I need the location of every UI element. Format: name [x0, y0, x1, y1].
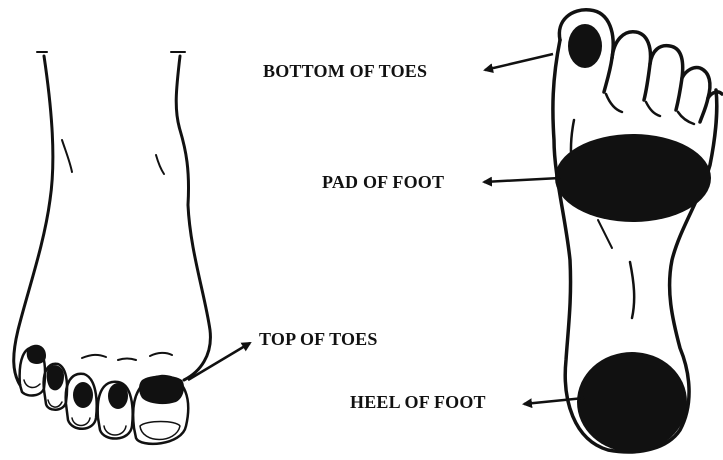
label-bottom-of-toes: BOTTOM OF TOES: [263, 62, 427, 80]
label-pad-of-foot: PAD OF FOOT: [322, 173, 444, 191]
arrow-bottom-of-toes: [485, 54, 553, 70]
top-of-toes-marks: [27, 345, 184, 409]
bottom-of-toes-mark: [568, 24, 602, 68]
arrow-top-of-toes: [188, 343, 250, 380]
pad-of-foot-mark: [555, 134, 711, 222]
arrow-pad-of-foot: [484, 178, 560, 182]
heel-of-foot-mark: [577, 352, 687, 452]
label-heel-of-foot: HEEL OF FOOT: [350, 393, 486, 411]
pointer-arrows: [188, 54, 584, 404]
arrow-heel-of-foot: [524, 398, 584, 404]
label-top-of-toes: TOP OF TOES: [259, 330, 378, 348]
